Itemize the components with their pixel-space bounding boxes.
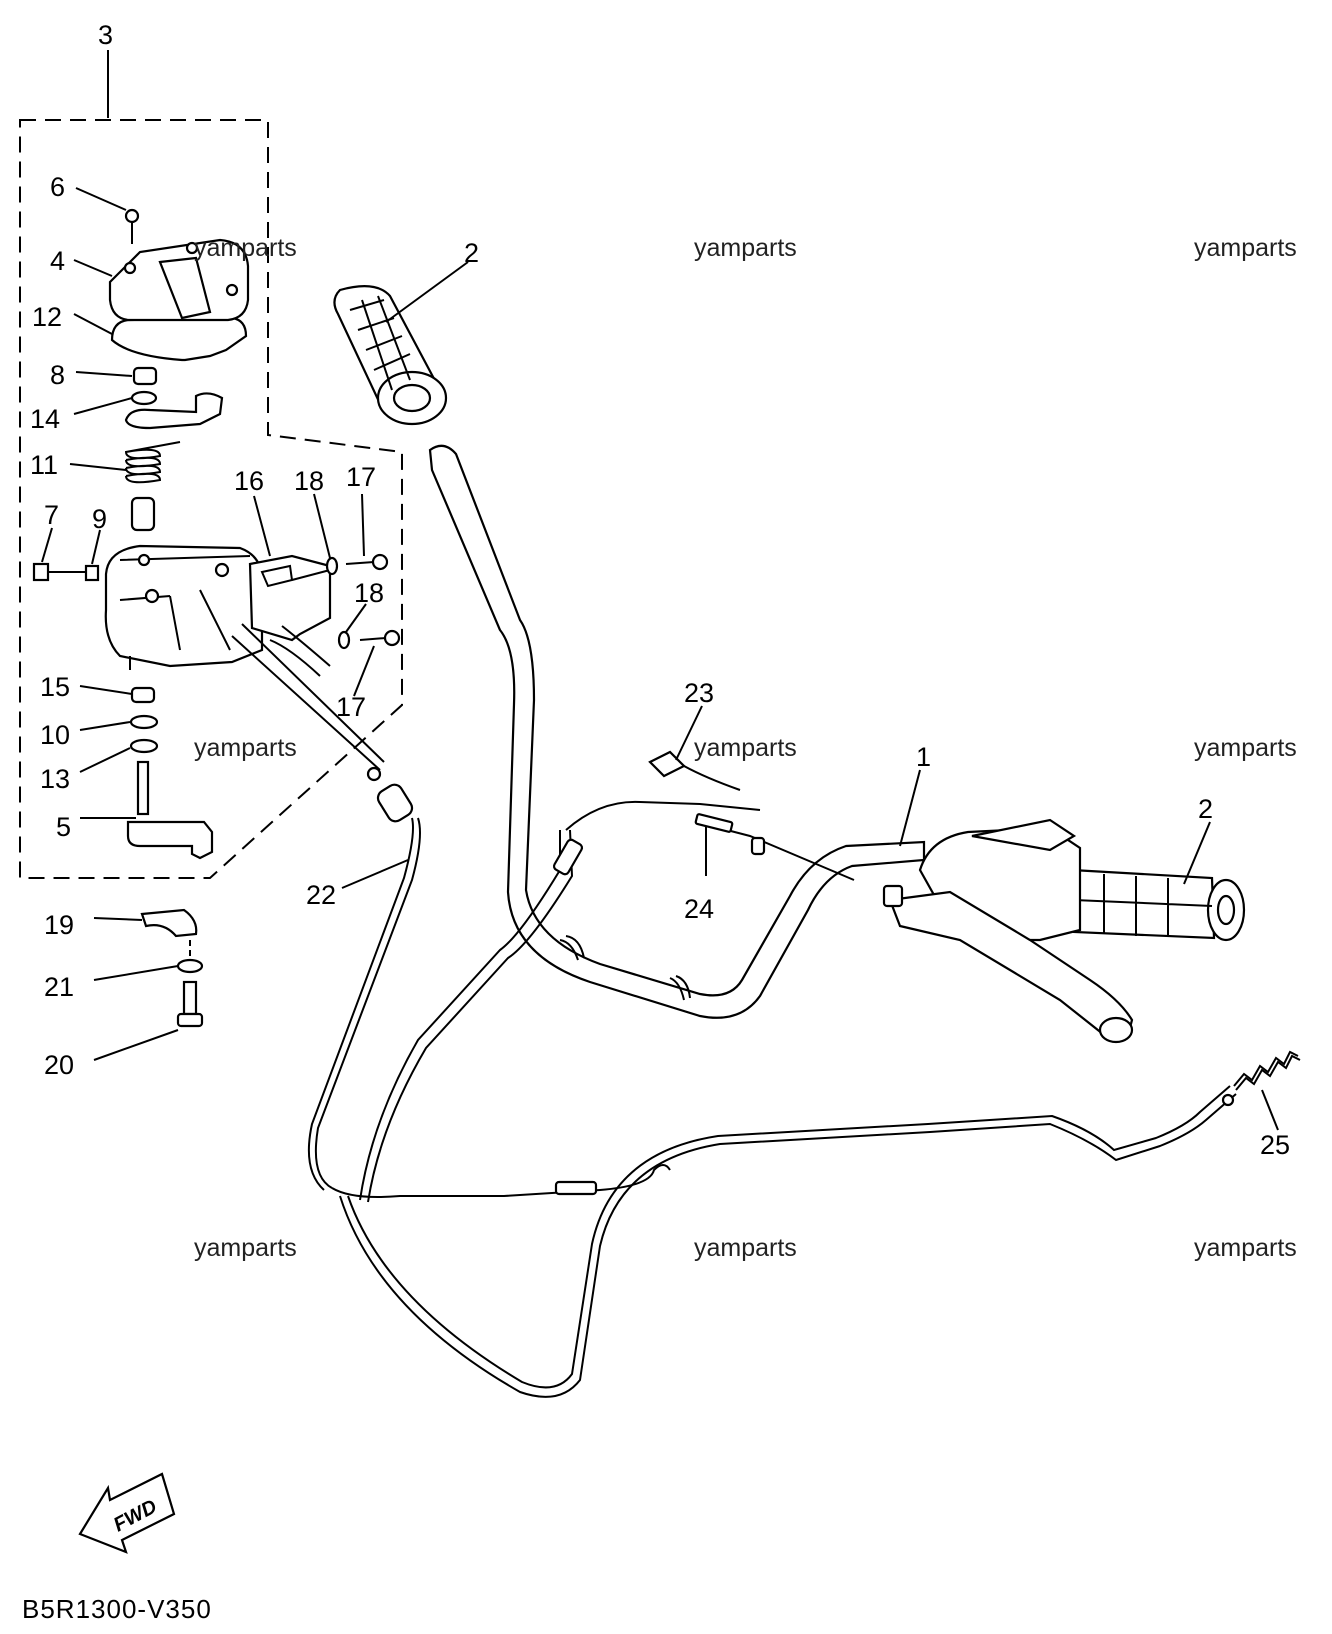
callout-25: 25 (1260, 1130, 1290, 1160)
watermark: yamparts (194, 734, 297, 762)
leader-18-lower (345, 603, 367, 633)
leader-10 (79, 721, 131, 731)
callout-13: 13 (40, 764, 70, 794)
watermark: yamparts (1194, 234, 1297, 262)
leader-12 (73, 313, 113, 335)
leader-17-lower (353, 645, 375, 697)
leader-17-upper (361, 493, 365, 557)
callout-8: 8 (50, 360, 65, 390)
watermark: yamparts (694, 734, 797, 762)
washer-10 (129, 714, 159, 730)
callout-21: 21 (44, 972, 74, 1002)
handlebar-1 (428, 444, 926, 1019)
screw-17-upper (345, 553, 389, 571)
watermark: yamparts (1194, 1234, 1297, 1262)
callout-labels: 3 6 4 12 8 14 11 7 9 16 18 17 18 17 15 1… (30, 20, 1290, 1160)
leader-18-upper (313, 493, 331, 559)
callout-24: 24 (684, 894, 714, 924)
grip-2-left (333, 285, 448, 426)
collar-sleeve (130, 496, 156, 532)
washer-14 (124, 390, 224, 430)
leader-9 (91, 529, 101, 565)
callout-2-left: 2 (464, 238, 479, 268)
leader-14 (73, 397, 133, 415)
leader-11 (69, 463, 127, 471)
leader-15 (79, 685, 133, 695)
choke-cable (339, 800, 1237, 1398)
spring-11 (124, 441, 181, 484)
leader-22 (341, 859, 409, 889)
callout-18-upper: 18 (294, 466, 324, 496)
switch-16 (248, 554, 332, 677)
leader-2-right (1183, 821, 1211, 885)
watermarks: yamparts yamparts yamparts yamparts yamp… (194, 234, 1297, 1262)
fwd-arrow-icon: FWD (78, 1472, 176, 1554)
callout-3: 3 (98, 20, 113, 50)
callout-2-right: 2 (1198, 794, 1213, 824)
leader-8 (75, 371, 133, 377)
callout-20: 20 (44, 1050, 74, 1080)
bolt-20 (176, 980, 204, 1028)
washer-18-lower (337, 630, 351, 650)
leader-2-left (385, 261, 469, 323)
bolt-7 (32, 562, 86, 582)
callout-9: 9 (92, 504, 107, 534)
brake-lever-assembly (882, 818, 1134, 1044)
washer-13 (129, 738, 159, 754)
callout-4: 4 (50, 246, 65, 276)
callout-6: 6 (50, 172, 65, 202)
callout-18-lower: 18 (354, 578, 384, 608)
callout-14: 14 (30, 404, 60, 434)
assembly-3-boundary (19, 119, 403, 879)
leader-19 (93, 917, 143, 921)
screw-17-lower (359, 629, 401, 647)
throttle-lever-5 (126, 760, 214, 860)
callout-17-upper: 17 (346, 462, 376, 492)
leader-16 (253, 495, 271, 557)
callout-23: 23 (684, 678, 714, 708)
callout-22: 22 (306, 880, 336, 910)
callout-17-lower: 17 (336, 692, 366, 722)
leader-20 (93, 1029, 179, 1061)
grip-2-right (1070, 868, 1246, 942)
switch-cover-part (108, 238, 250, 362)
watermark: yamparts (194, 1234, 297, 1262)
callout-12: 12 (32, 302, 62, 332)
nut-9 (84, 564, 100, 582)
callout-5: 5 (56, 812, 71, 842)
callout-7: 7 (44, 500, 59, 530)
screw-6 (124, 208, 140, 244)
callout-10: 10 (40, 720, 70, 750)
callout-1: 1 (916, 742, 931, 772)
leader-1 (899, 769, 921, 847)
callout-19: 19 (44, 910, 74, 940)
leader-6 (75, 187, 127, 211)
leader-21 (93, 965, 179, 981)
clamp-19 (140, 908, 198, 938)
watermark: yamparts (694, 234, 797, 262)
washer-21 (176, 958, 204, 974)
callout-15: 15 (40, 672, 70, 702)
throttle-cable-22 (231, 623, 671, 1198)
callout-11: 11 (30, 450, 58, 480)
leader-23 (675, 705, 703, 761)
spring-25 (1221, 1050, 1301, 1107)
leader-13 (79, 747, 131, 773)
watermark: yamparts (194, 234, 297, 262)
callout-16: 16 (234, 466, 264, 496)
throttle-housing (104, 544, 264, 670)
leader-7 (41, 527, 53, 563)
switch-23 (648, 750, 741, 791)
leader-4 (73, 259, 113, 277)
bushing-15 (130, 686, 156, 704)
leader-lines (41, 187, 1279, 1131)
collar-8 (132, 366, 158, 386)
clutch-cable-24 (694, 813, 855, 881)
watermark: yamparts (694, 1234, 797, 1262)
diagram-code: B5R1300-V350 (22, 1594, 212, 1624)
washer-18-upper (325, 556, 339, 576)
watermark: yamparts (1194, 734, 1297, 762)
leader-25 (1261, 1089, 1279, 1131)
